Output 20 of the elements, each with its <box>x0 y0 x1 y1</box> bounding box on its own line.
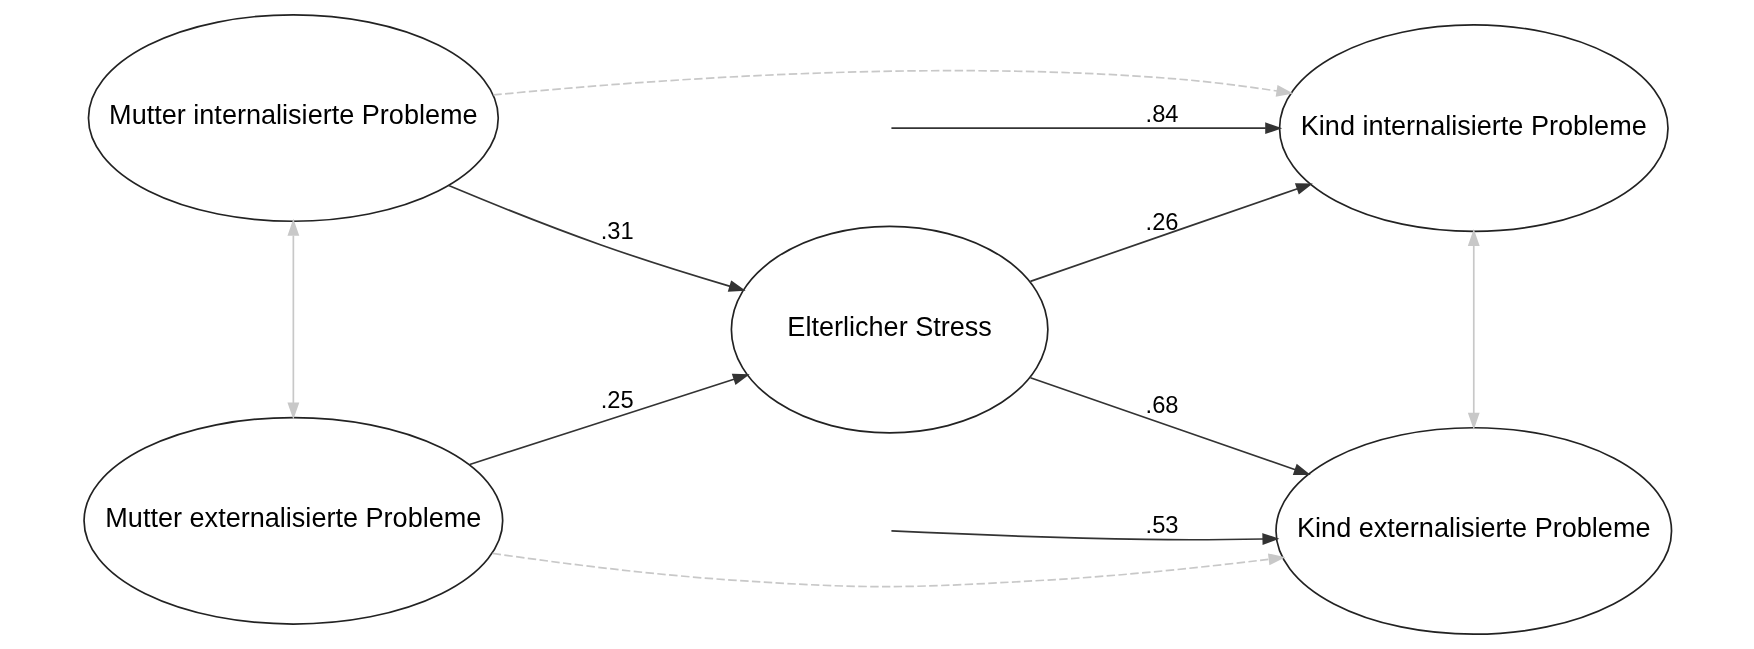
arrow <box>286 218 299 420</box>
arrow <box>1029 183 1313 283</box>
edge-label: .31 <box>600 217 634 244</box>
arrow <box>468 373 750 466</box>
arrow <box>491 552 1285 588</box>
edge-label: .68 <box>1145 391 1179 418</box>
edge-label: .53 <box>1145 511 1179 538</box>
node-ellipse: Mutter externalisierte Probleme <box>82 416 504 625</box>
arrow <box>492 69 1293 97</box>
node-ellipse: Mutter internalisierte Probleme <box>87 13 499 223</box>
arrow <box>890 122 1282 135</box>
edge-label: .26 <box>1145 209 1179 236</box>
edge-label: .84 <box>1145 100 1179 127</box>
arrow <box>447 184 746 292</box>
node-ellipse: Kind externalisierte Probleme <box>1274 426 1672 636</box>
arrow <box>890 530 1279 545</box>
arrow <box>1029 376 1311 476</box>
node-ellipse: Kind internalisierte Probleme <box>1278 24 1669 233</box>
edge-label: .25 <box>600 386 634 413</box>
arrow <box>1467 229 1480 430</box>
